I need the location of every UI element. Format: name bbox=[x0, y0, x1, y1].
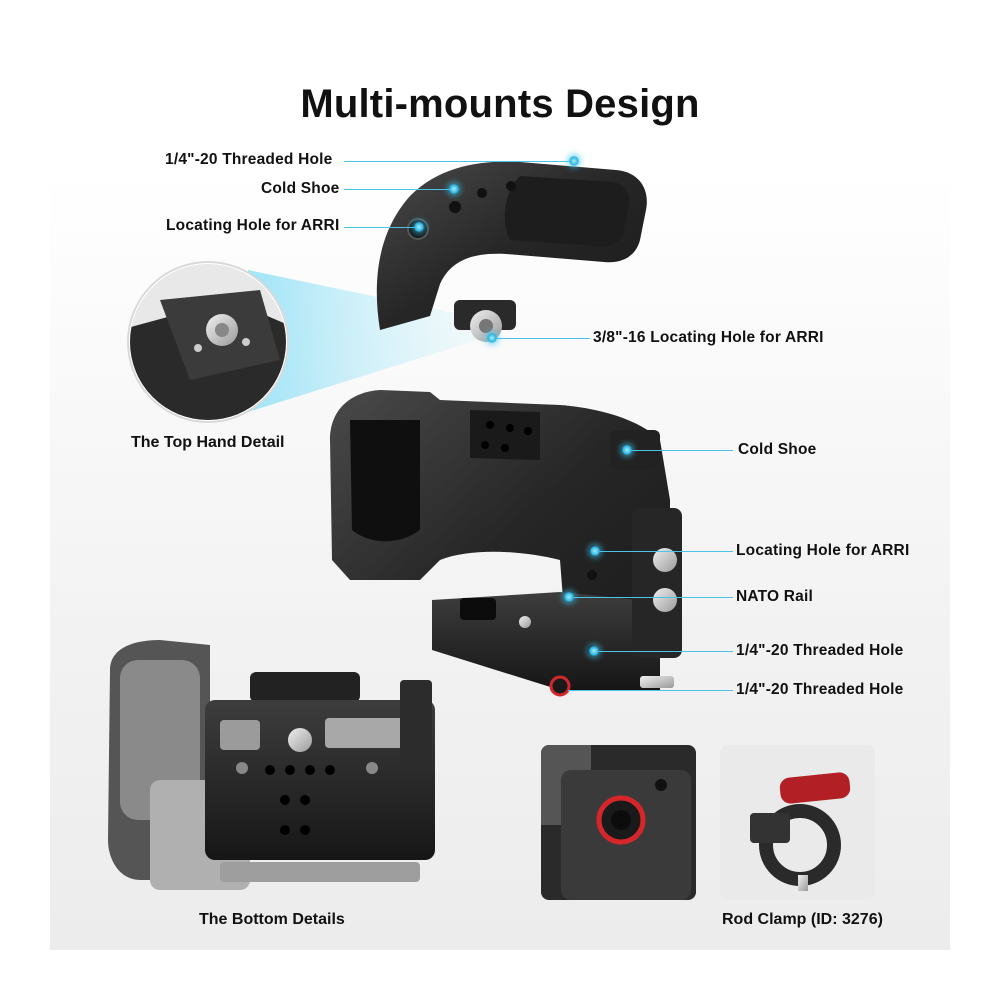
label-threaded-hole-1: 1/4"-20 Threaded Hole bbox=[736, 642, 904, 659]
page-title: Multi-mounts Design bbox=[300, 82, 700, 126]
leader-line bbox=[569, 597, 733, 598]
leader-line bbox=[568, 690, 733, 691]
leader-line bbox=[344, 189, 454, 190]
callout-dot bbox=[590, 546, 600, 556]
label-top-locating-hole: Locating Hole for ARRI bbox=[166, 217, 340, 234]
callout-dot bbox=[414, 222, 424, 232]
callout-dot bbox=[589, 646, 599, 656]
zoom-beam bbox=[248, 270, 478, 412]
label-handle-locating-hole: 3/8"-16 Locating Hole for ARRI bbox=[593, 329, 824, 346]
top-hand-zoom bbox=[127, 261, 289, 423]
top-handle bbox=[376, 161, 647, 342]
bottom-details-art bbox=[108, 640, 435, 890]
label-cage-cold-shoe: Cold Shoe bbox=[738, 441, 817, 458]
rod-clamp-art bbox=[720, 745, 875, 900]
caption-bottom-details: The Bottom Details bbox=[199, 911, 345, 928]
red-ring-detail-thumb bbox=[541, 745, 696, 900]
red-ring-detail-art bbox=[541, 745, 696, 900]
leader-line bbox=[344, 227, 419, 228]
callout-dot bbox=[449, 184, 459, 194]
caption-top-hand-detail: The Top Hand Detail bbox=[131, 434, 285, 451]
camera-cage bbox=[330, 390, 682, 697]
callout-dot bbox=[487, 333, 497, 343]
leader-line bbox=[595, 551, 733, 552]
label-top-threaded-hole: 1/4"-20 Threaded Hole bbox=[165, 151, 333, 168]
leader-line bbox=[344, 161, 574, 162]
caption-rod-clamp: Rod Clamp (ID: 3276) bbox=[722, 911, 883, 928]
label-nato-rail: NATO Rail bbox=[736, 588, 814, 605]
callout-dot bbox=[564, 592, 574, 602]
callout-dot bbox=[622, 445, 632, 455]
label-top-cold-shoe: Cold Shoe bbox=[261, 180, 340, 197]
label-threaded-hole-2: 1/4"-20 Threaded Hole bbox=[736, 681, 904, 698]
rod-clamp-thumb bbox=[720, 745, 875, 900]
leader-line bbox=[594, 651, 733, 652]
leader-line bbox=[492, 338, 590, 339]
label-cage-locating-hole: Locating Hole for ARRI bbox=[736, 542, 910, 559]
leader-line bbox=[627, 450, 733, 451]
callout-dot bbox=[569, 156, 579, 166]
